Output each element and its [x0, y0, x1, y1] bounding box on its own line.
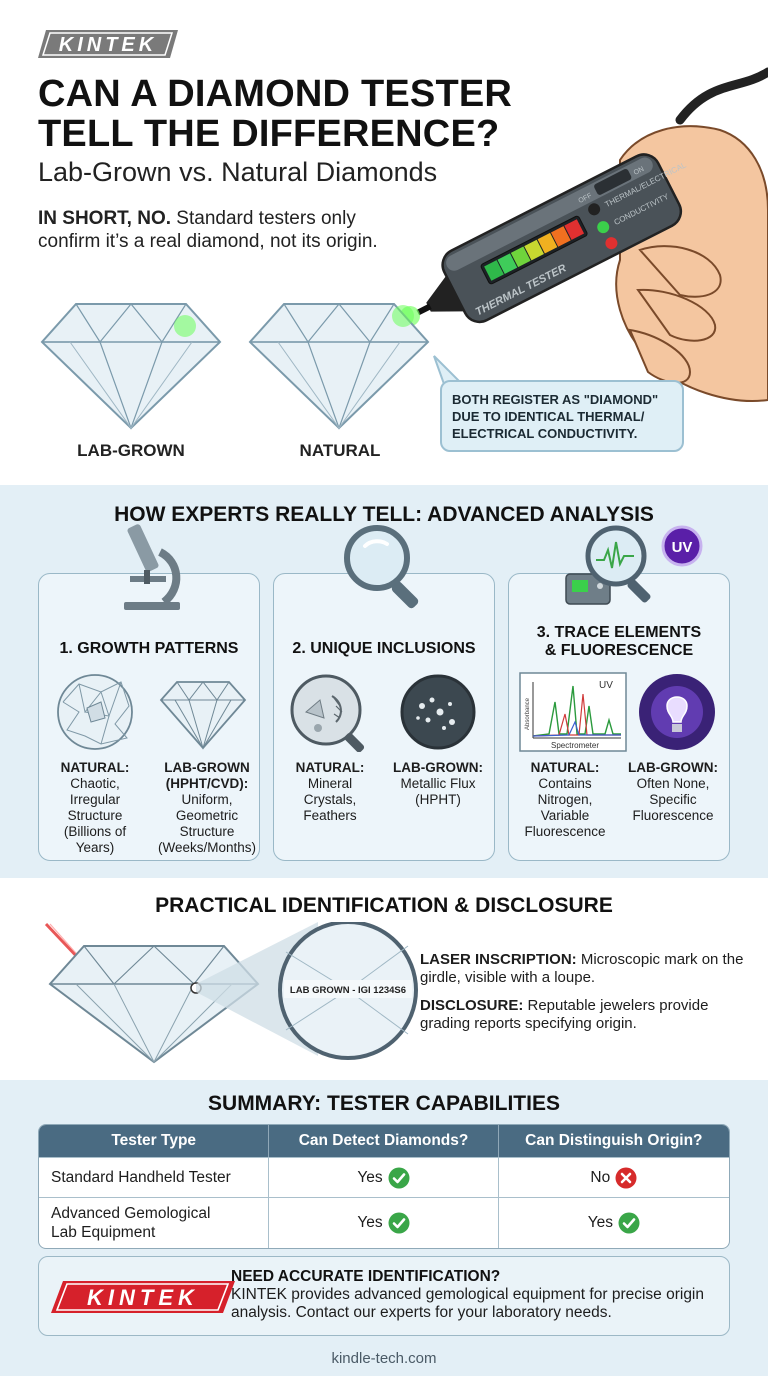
lab-grown-inclusion-icon — [400, 674, 476, 750]
short-answer-bold: IN SHORT, NO. — [38, 208, 172, 229]
trace-elements-card: UV 3. TRACE ELEMENTS & FLUORESCENCE UV A… — [508, 525, 730, 861]
diamond-label-lab-grown: LAB-GROWN — [77, 441, 185, 460]
table-header-row: Tester Type Can Detect Diamonds? Can Dis… — [39, 1125, 729, 1157]
check-icon — [388, 1167, 410, 1188]
svg-text:UV: UV — [599, 680, 613, 691]
svg-text:Spectrometer: Spectrometer — [551, 741, 599, 750]
trace-natural-label: NATURAL: Contains Nitrogen, Variable Flu… — [524, 760, 606, 839]
table-header: Tester Type — [39, 1125, 270, 1157]
svg-text:Absorbance: Absorbance — [525, 697, 531, 730]
cross-icon — [615, 1167, 637, 1188]
table-header: Can Detect Diamonds? — [269, 1125, 499, 1157]
unique-inclusions-title: 2. UNIQUE INCLUSIONS — [292, 640, 476, 657]
advanced-analysis-section: HOW EXPERTS REALLY TELL: ADVANCED ANALYS… — [0, 485, 768, 878]
page-subtitle: Lab-Grown vs. Natural Diamonds — [38, 157, 438, 187]
tester-type-cell: Advanced Gemological Lab Equipment — [39, 1197, 270, 1248]
kintek-logo[interactable]: KINTEK — [51, 1279, 235, 1315]
practical-details: LASER INSCRIPTION: Microscopic mark on t… — [420, 951, 750, 1043]
trace-elements-title: 3. TRACE ELEMENTS & FLUORESCENCE — [536, 624, 702, 659]
short-answer-text: Standard testers only confirm it’s a rea… — [38, 208, 378, 252]
spectrometer-chart-icon: UV Absorbance Spectrometer — [519, 672, 627, 752]
inclusions-lab-label: LAB-GROWN: Metallic Flux (HPHT) — [393, 760, 483, 807]
summary-section: SUMMARY: TESTER CAPABILITIES Tester Type… — [0, 1080, 768, 1376]
conductivity-callout: BOTH REGISTER AS "DIAMOND" DUE TO IDENTI… — [440, 380, 684, 452]
magnifier-icon — [344, 525, 419, 609]
growth-patterns-title: 1. GROWTH PATTERNS — [59, 640, 239, 657]
cta-body: KINTEK provides advanced gemological equ… — [231, 1286, 704, 1321]
uv-lightbulb-icon — [639, 674, 715, 750]
practical-identification-section: PRACTICAL IDENTIFICATION & DISCLOSURE LA… — [0, 878, 768, 1080]
summary-section-title: SUMMARY: TESTER CAPABILITIES — [208, 1092, 560, 1115]
origin-cell: No — [498, 1157, 729, 1197]
capabilities-table: Tester Type Can Detect Diamonds? Can Dis… — [38, 1124, 730, 1249]
contact-cta-box[interactable]: KINTEK NEED ACCURATE IDENTIFICATION? KIN… — [38, 1256, 730, 1336]
cta-heading: NEED ACCURATE IDENTIFICATION? — [231, 1268, 501, 1285]
hero-section: KINTEK CAN A DIAMOND TESTER TELL THE DIF… — [0, 0, 768, 485]
table-header: Can Distinguish Origin? — [498, 1125, 729, 1157]
inscription-text: LAB GROWN - IGI 1234S6 — [290, 985, 406, 996]
inclusions-natural-label: NATURAL: Mineral Crystals, Feathers — [295, 760, 365, 823]
diamond-tester-icon: THERMAL/ELECTRICAL CONDUCTIVITY OFF ON T… — [400, 67, 768, 402]
kintek-logo[interactable]: KINTEK — [38, 28, 178, 60]
detect-cell: Yes — [269, 1157, 499, 1197]
svg-text:KINTEK: KINTEK — [87, 1285, 199, 1310]
advanced-section-title: HOW EXPERTS REALLY TELL: ADVANCED ANALYS… — [114, 503, 654, 526]
lab-grown-structure-icon — [159, 681, 247, 750]
natural-inclusion-icon — [290, 674, 365, 752]
laser-inscription-item: LASER INSCRIPTION: Microscopic mark on t… — [420, 951, 744, 986]
origin-cell: Yes — [498, 1197, 729, 1248]
growth-natural-label: NATURAL: Chaotic, Irregular Structure (B… — [60, 760, 130, 855]
check-icon — [618, 1212, 640, 1234]
tester-type-cell: Standard Handheld Tester — [39, 1157, 270, 1197]
table-row: Advanced Gemological Lab Equipment Yes Y… — [39, 1197, 729, 1248]
natural-diamond-icon — [248, 303, 430, 430]
svg-text:KINTEK: KINTEK — [59, 34, 157, 56]
practical-section-title: PRACTICAL IDENTIFICATION & DISCLOSURE — [155, 894, 613, 917]
svg-text:ON: ON — [633, 166, 646, 177]
laser-inscription-icon: LAB GROWN - IGI 1234S6 — [44, 922, 418, 1064]
natural-structure-icon — [57, 674, 133, 750]
growth-lab-label: LAB-GROWN (HPHT/CVD): Uniform, Geometric… — [157, 760, 257, 855]
lab-grown-diamond-icon — [40, 303, 222, 430]
check-icon — [388, 1212, 410, 1234]
page-title: CAN A DIAMOND TESTER TELL THE DIFFERENCE… — [38, 73, 513, 155]
diamond-label-natural: NATURAL — [299, 441, 381, 460]
footer-url-link[interactable]: kindle-tech.com — [331, 1350, 437, 1367]
short-answer: IN SHORT, NO. Standard testers only conf… — [38, 207, 398, 253]
growth-patterns-card: 1. GROWTH PATTERNS NATURAL: Chaotic, Irr… — [38, 524, 260, 861]
disclosure-item: DISCLOSURE: Reputable jewelers provide g… — [420, 997, 709, 1032]
trace-lab-label: LAB-GROWN: Often None, Specific Fluoresc… — [628, 760, 718, 823]
microscope-icon — [124, 524, 181, 610]
detect-cell: Yes — [269, 1197, 499, 1248]
uv-badge-text: UV — [672, 539, 693, 556]
spectrometer-icon: UV — [565, 525, 703, 605]
unique-inclusions-card: 2. UNIQUE INCLUSIONS NATURAL: Mineral Cr… — [273, 525, 495, 861]
table-row: Standard Handheld Tester Yes No — [39, 1157, 729, 1197]
